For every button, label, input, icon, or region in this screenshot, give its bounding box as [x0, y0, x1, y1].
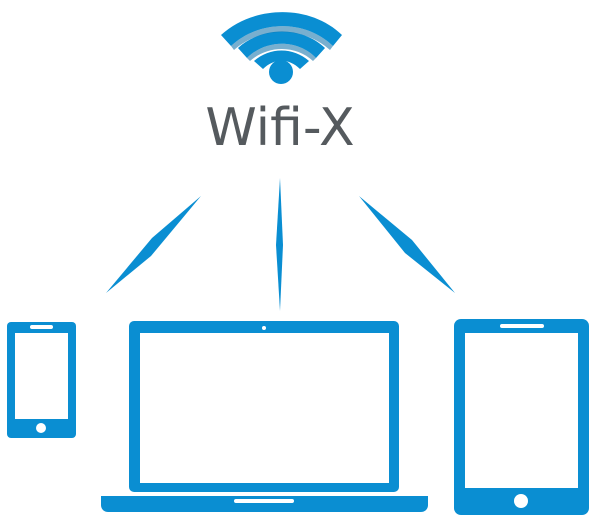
connection-link-tablet	[359, 196, 455, 293]
connection-link-phone	[106, 196, 201, 293]
laptop-icon	[101, 321, 428, 512]
wifi-icon	[221, 12, 342, 84]
connection-links	[106, 178, 455, 311]
diagram-title: Wifi-X	[205, 98, 355, 158]
connection-link-laptop	[276, 178, 283, 311]
tablet-icon	[454, 319, 589, 515]
smartphone-icon	[7, 322, 76, 438]
